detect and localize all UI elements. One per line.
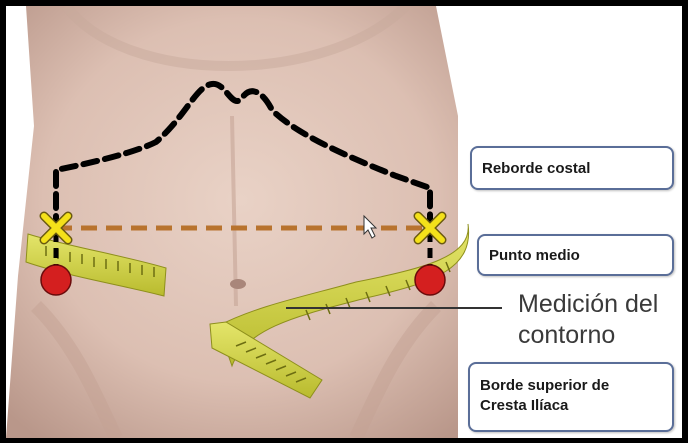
- measurement-label-line2: contorno: [518, 320, 682, 351]
- slide-frame: Reborde costal Punto medio Medición del …: [6, 6, 682, 438]
- label-reborde-costal-text: Reborde costal: [482, 160, 590, 177]
- label-reborde-costal: Reborde costal: [470, 146, 674, 190]
- red-dot-icon: [41, 265, 71, 295]
- label-punto-medio-text: Punto medio: [489, 247, 580, 264]
- label-borde-superior-line2: Cresta Ilíaca: [480, 396, 662, 416]
- label-borde-superior-line1: Borde superior de: [480, 376, 662, 396]
- navel: [230, 279, 246, 289]
- measurement-label: Medición del contorno: [518, 289, 682, 351]
- torso: [6, 6, 476, 438]
- measurement-label-line1: Medición del: [518, 289, 682, 320]
- label-punto-medio: Punto medio: [477, 234, 674, 276]
- label-borde-superior-cresta-iliaca: Borde superior de Cresta Ilíaca: [468, 362, 674, 432]
- red-dot-icon: [415, 265, 445, 295]
